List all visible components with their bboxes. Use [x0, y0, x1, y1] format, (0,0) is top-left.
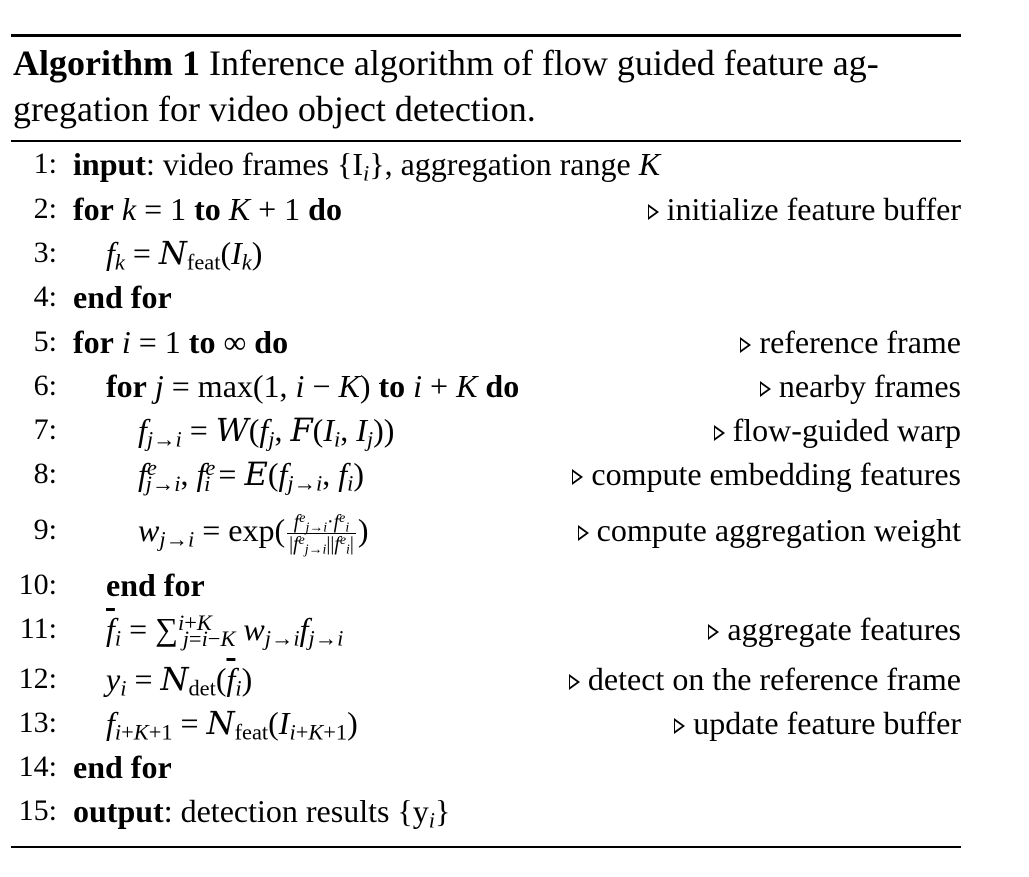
comment-triangle-icon [568, 674, 580, 690]
line-body: for j = max(1, i − K) to i + K do [106, 368, 520, 404]
line-number: 2: [33, 192, 57, 225]
line-body: fi = ∑i+Kj=i−K wj→ifj→i [106, 609, 344, 651]
top-rule [11, 34, 961, 37]
line-body: wj→i = exp(fej→i·fei|fej→i||fei|) [138, 511, 369, 558]
line-number: 4: [33, 280, 57, 313]
line-body: yi = Ndet(fi) [106, 660, 253, 701]
comment-triangle-icon [647, 204, 659, 220]
comment-triangle-icon [674, 718, 686, 734]
line-number: 7: [33, 413, 57, 446]
keyword-output: output [73, 793, 164, 829]
line-number: 13: [18, 706, 57, 739]
caption-text-line1: Inference algorithm of flow guided featu… [208, 43, 879, 83]
line-comment: nearby frames [759, 364, 961, 408]
keyword-input: input [73, 146, 146, 182]
algorithm-line-11: 11: fi = ∑i+Kj=i−K wj→ifj→i aggregate fe… [0, 607, 961, 651]
line-comment: flow-guided warp [713, 408, 961, 452]
comment-triangle-icon [708, 624, 720, 640]
algorithm-line-10: 10: end for [0, 563, 961, 607]
algorithm-line-12: 12: yi = Ndet(fi) detect on the referenc… [0, 657, 961, 701]
line-comment: compute embedding features [572, 452, 961, 496]
line-comment: update feature buffer [674, 701, 961, 745]
algorithm-line-4: 4: end for [0, 275, 961, 319]
line-number: 9: [33, 513, 57, 546]
line-number: 8: [33, 457, 57, 490]
line-body: fk = Nfeat(Ik) [106, 234, 263, 275]
caption-rule [11, 140, 961, 142]
line-number: 11: [19, 612, 57, 645]
algorithm-line-3: 3: fk = Nfeat(Ik) [0, 231, 961, 275]
line-body: fj→i = W(fj, F(Ii, Ij)) [138, 411, 395, 452]
line-comment: compute aggregation weight [577, 508, 961, 552]
comment-triangle-icon [572, 469, 584, 485]
line-comment: initialize feature buffer [647, 187, 961, 231]
line-body: fej→i, fei = E(fj→i, fi) [138, 454, 364, 496]
line-number: 10: [18, 568, 57, 601]
comment-triangle-icon [713, 425, 725, 441]
line-number: 6: [33, 369, 57, 402]
line-body: input: video frames {Ii}, aggregation ra… [73, 146, 661, 186]
algorithm-caption: Algorithm 1 Inference algorithm of flow … [13, 40, 963, 132]
caption-text-line2: gregation for video object detection. [13, 89, 536, 129]
line-number: 14: [18, 750, 57, 783]
algorithm-line-15: 15: output: detection results {yi} [0, 789, 961, 833]
comment-triangle-icon [577, 525, 589, 541]
line-body: for i = 1 to ∞ do [73, 324, 289, 360]
algorithm-line-13: 13: fi+K+1 = Nfeat(Ii+K+1) update featur… [0, 701, 961, 745]
algorithm-line-1: 1: input: video frames {Ii}, aggregation… [0, 142, 961, 186]
line-number: 12: [18, 662, 57, 695]
algorithm-label: Algorithm 1 [13, 43, 200, 83]
algorithm-line-6: 6: for j = max(1, i − K) to i + K do nea… [0, 364, 961, 408]
algorithm-line-5: 5: for i = 1 to ∞ do reference frame [0, 320, 961, 364]
line-body: for k = 1 to K + 1 do [73, 191, 342, 227]
line-number: 3: [33, 236, 57, 269]
line-body: end for [73, 749, 172, 785]
algorithm-line-14: 14: end for [0, 745, 961, 789]
line-number: 5: [33, 325, 57, 358]
comment-triangle-icon [740, 337, 752, 353]
algorithm-line-9: 9: wj→i = exp(fej→i·fei|fej→i||fei|) com… [0, 508, 961, 558]
line-number: 1: [33, 147, 57, 180]
line-comment: detect on the reference frame [568, 657, 961, 701]
algorithm-line-7: 7: fj→i = W(fj, F(Ii, Ij)) flow-guided w… [0, 408, 961, 452]
bottom-rule [11, 846, 961, 848]
line-comment: aggregate features [708, 607, 961, 651]
line-number: 15: [18, 794, 57, 827]
line-body: end for [73, 279, 172, 315]
algorithm-line-2: 2: for k = 1 to K + 1 do initialize feat… [0, 187, 961, 231]
line-body: output: detection results {yi} [73, 793, 451, 833]
algorithm-line-8: 8: fej→i, fei = E(fj→i, fi) compute embe… [0, 452, 961, 496]
line-body: end for [106, 567, 205, 603]
line-body: fi+K+1 = Nfeat(Ii+K+1) [106, 704, 358, 745]
line-comment: reference frame [740, 320, 961, 364]
fraction: fej→i·fei|fej→i||fei| [287, 511, 356, 558]
comment-triangle-icon [759, 381, 771, 397]
